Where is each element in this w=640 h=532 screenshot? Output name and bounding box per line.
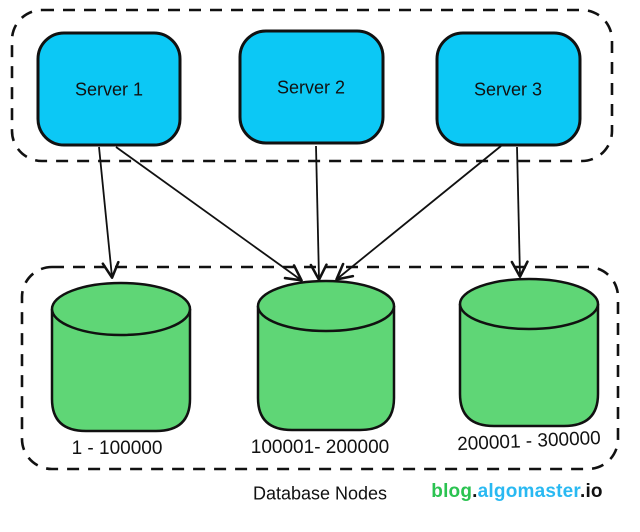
db-cylinder-3 (458, 277, 600, 428)
diagram-caption: Database Nodes (252, 483, 388, 504)
db-2-range-label: 100001- 200000 (250, 437, 390, 458)
db-cylinder-1-body (50, 309, 192, 433)
brand-blog-part: blog (431, 481, 473, 502)
db-cylinder-3-body (458, 304, 600, 428)
brand-watermark: blog.algomaster.io (431, 481, 602, 503)
server-3-label: Server 3 (473, 79, 543, 100)
server-3-box (435, 31, 582, 147)
db-cylinder-2 (256, 279, 396, 432)
db-cylinder-3-top (458, 277, 600, 331)
db-cylinder-1-top (50, 281, 192, 337)
server-1-label: Server 1 (74, 79, 144, 100)
db-cylinder-2-top (256, 279, 396, 333)
database-tier-container (20, 265, 620, 471)
brand-tld-part: .io (579, 481, 603, 502)
server-2-label: Server 2 (276, 77, 346, 98)
arrow-server1-db2 (115, 146, 303, 282)
db-cylinder-1 (50, 281, 192, 433)
arrow-server1-db1 (98, 146, 120, 279)
arrow-server3-db2 (335, 145, 502, 281)
server-2-box (238, 29, 385, 145)
brand-dot: . (472, 481, 478, 502)
db-cylinder-2-body (256, 306, 396, 432)
arrow-server2-db2 (309, 145, 328, 281)
arrows-group (98, 145, 529, 282)
server-1-box (36, 31, 182, 147)
arrow-server3-db3 (510, 146, 529, 278)
server-tier-container (10, 8, 614, 163)
brand-site-part: algomaster (477, 481, 580, 502)
db-1-range-label: 1 - 100000 (71, 438, 163, 459)
